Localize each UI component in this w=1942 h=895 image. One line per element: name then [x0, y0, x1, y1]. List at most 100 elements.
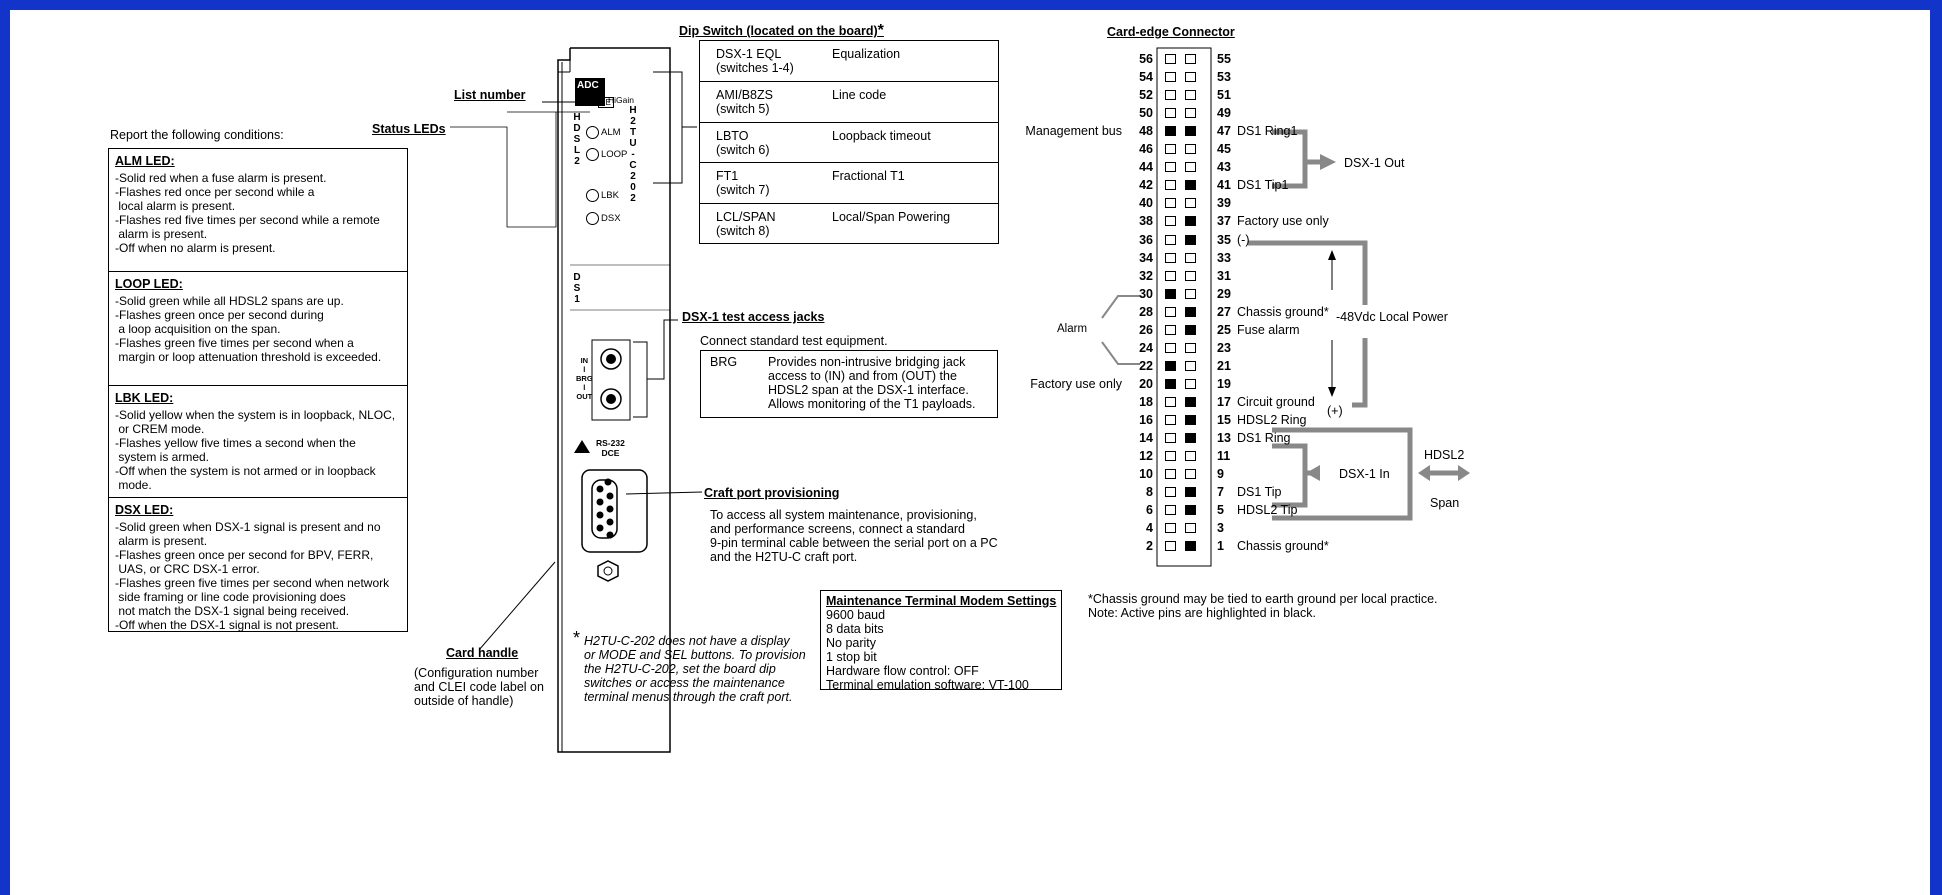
pin-left: [1165, 198, 1176, 209]
pin-right: [1185, 306, 1196, 317]
pin-number-right: 39: [1217, 196, 1231, 211]
modem-settings-lines: 9600 baud 8 data bits No parity 1 stop b…: [826, 608, 1029, 692]
led-conditions-box: ALM LED:-Solid red when a fuse alarm is …: [108, 148, 408, 632]
pin-signal-right: (-): [1237, 232, 1250, 247]
pin-right: [1185, 216, 1196, 227]
pin-number-left: 8: [1146, 485, 1153, 500]
pin-left: [1165, 252, 1176, 263]
led-section-text: -Solid green while all HDSL2 spans are u…: [115, 294, 382, 364]
pin-right: [1185, 288, 1196, 299]
pin-signal-left: Factory use only: [1030, 376, 1122, 391]
card-handle-description: (Configuration number and CLEI code labe…: [414, 666, 544, 708]
pin-left: [1165, 433, 1176, 444]
pin-right: [1185, 252, 1196, 263]
pin-right: [1185, 469, 1196, 480]
dip-switch-row: FT1(switch 7)Fractional T1: [700, 162, 998, 202]
pin-number-left: 34: [1139, 250, 1153, 265]
pin-left: [1165, 270, 1176, 281]
dip-switch-name: DSX-1 EQL: [716, 47, 782, 61]
pin-number-left: 28: [1139, 304, 1153, 319]
pin-signal-right: DS1 Tip: [1237, 485, 1282, 500]
report-conditions-label: Report the following conditions:: [110, 128, 284, 142]
pin-left: [1165, 415, 1176, 425]
pin-number-right: 11: [1217, 449, 1231, 464]
pin-right: [1185, 234, 1196, 245]
pin-left: [1165, 378, 1176, 389]
pin-left: [1165, 54, 1176, 64]
pin-number-left: 36: [1139, 232, 1153, 247]
pin-signal-right: DS1 Tip1: [1237, 178, 1289, 193]
pin-number-left: 42: [1139, 178, 1153, 193]
pin-signal-right: Chassis ground*: [1237, 539, 1329, 554]
pin-number-right: 33: [1217, 250, 1231, 265]
dip-switch-desc: Equalization: [832, 47, 901, 61]
pin-number-right: 9: [1217, 467, 1224, 482]
pin-left: [1165, 288, 1176, 299]
pin-left: [1165, 469, 1176, 480]
chassis-note: *Chassis ground may be tied to earth gro…: [1088, 592, 1438, 620]
dip-switch-desc: Line code: [832, 88, 887, 103]
pin-number-right: 31: [1217, 268, 1231, 283]
dsx-led: [586, 212, 599, 225]
pin-number-left: 20: [1139, 376, 1153, 391]
pin-number-left: 6: [1146, 503, 1153, 518]
card-graphic: [450, 47, 1470, 753]
loop-led: [586, 148, 599, 161]
pin-number-left: 52: [1139, 88, 1153, 103]
pin-right: [1185, 378, 1196, 389]
brg-name: BRG: [710, 355, 738, 369]
pin-left: [1165, 144, 1176, 155]
pin-number-right: 55: [1217, 52, 1231, 66]
pin-number-left: 14: [1139, 431, 1153, 446]
pin-signal-right: Circuit ground: [1237, 394, 1315, 409]
ds1-vertical: D S 1: [573, 272, 581, 305]
pin-number-right: 37: [1217, 214, 1231, 229]
craft-port-description: To access all system maintenance, provis…: [710, 508, 998, 564]
hdsl2-label: HDSL2: [1424, 448, 1465, 462]
rs232-label: RS-232 DCE: [596, 438, 625, 458]
pin-number-right: 27: [1217, 304, 1231, 319]
dip-switch-desc: Loopback timeout: [832, 128, 931, 143]
pin-right: [1185, 505, 1196, 516]
local-power-label: -48Vdc Local Power: [1336, 310, 1448, 324]
pin-signal-left: Management bus: [1025, 124, 1122, 139]
pin-left: [1165, 324, 1176, 335]
test-jacks-title: DSX-1 test access jacks: [682, 310, 825, 324]
led-section: LBK LED:-Solid yellow when the system is…: [109, 385, 407, 497]
dip-switch-name: LBTO: [716, 128, 749, 143]
pin-number-left: 30: [1139, 286, 1153, 301]
pin-right: [1185, 451, 1196, 462]
pin-number-right: 15: [1217, 413, 1231, 427]
pin-number-right: 17: [1217, 394, 1231, 409]
pin-number-left: 24: [1139, 340, 1153, 355]
pin-number-right: 29: [1217, 286, 1231, 301]
lbk-led-label: LBK: [601, 190, 619, 201]
list-number-label: List number: [454, 88, 526, 102]
pin-right: [1185, 541, 1196, 552]
pin-number-right: 25: [1217, 322, 1231, 337]
dsx1-in-label: DSX-1 In: [1339, 467, 1390, 481]
pin-right: [1185, 523, 1196, 534]
pin-number-left: 2: [1146, 539, 1153, 554]
dsx-led-label: DSX: [601, 213, 621, 224]
adc-logo: ADC: [577, 80, 599, 91]
pin-number-left: 12: [1139, 449, 1153, 464]
led-section-title: ALM LED:: [115, 154, 175, 168]
pin-right: [1185, 90, 1196, 101]
span-label: Span: [1430, 496, 1460, 510]
pin-left: [1165, 505, 1176, 516]
pin-number-right: 13: [1217, 431, 1231, 446]
footnote-asterisk: *: [573, 628, 581, 648]
led-section-title: LOOP LED:: [115, 277, 183, 291]
dip-switch-name: FT1: [716, 169, 739, 184]
pin-left: [1165, 541, 1176, 552]
pin-right: [1185, 72, 1196, 83]
led-section-title: DSX LED:: [115, 503, 174, 517]
pin-number-right: 41: [1217, 178, 1231, 193]
pin-signal-right: Factory use only: [1237, 214, 1329, 229]
dip-switch-title: Dip Switch (located on the board)*: [679, 22, 884, 39]
dip-switch-name: AMI/B8ZS: [716, 88, 773, 103]
hdsl2-vertical: H D S L 2: [573, 112, 581, 167]
pin-left: [1165, 306, 1176, 317]
